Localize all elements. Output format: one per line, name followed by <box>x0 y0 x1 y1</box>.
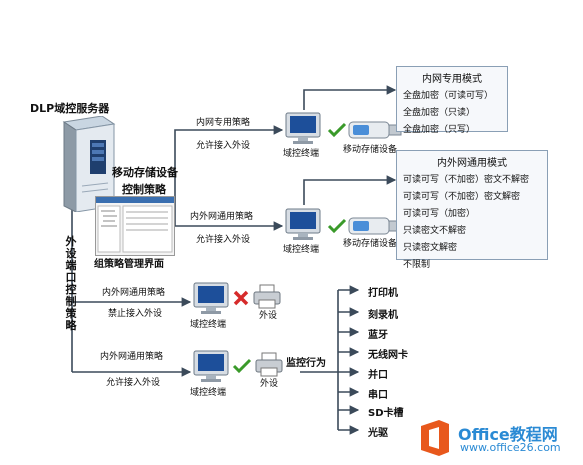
office-logo-icon <box>421 420 449 456</box>
port-policy-label: 外设端口控制策略 <box>65 235 77 332</box>
check-icon <box>327 218 347 234</box>
branch4-device: 外设 <box>260 379 279 389</box>
branch4-action: 允许接入外设 <box>106 378 161 388</box>
storage-policy-line1: 移动存储设备 <box>112 166 178 179</box>
list-item: 串口 <box>368 390 388 401</box>
branch1-device: 移动存储设备 <box>343 145 398 155</box>
list-item: 全盘加密（可读可写） <box>403 91 494 101</box>
check-icon <box>232 358 252 374</box>
cross-icon <box>233 290 249 306</box>
usb-drive-icon <box>348 217 402 235</box>
watermark-name: Office教程网 <box>458 425 558 444</box>
branch1-policy: 内网专用策略 <box>196 118 251 128</box>
list-item: 刻录机 <box>368 310 398 321</box>
arrow-to-branch1 <box>174 125 284 170</box>
monitor-behavior-label: 监控行为 <box>286 358 326 369</box>
branch2-policy: 内外网通用策略 <box>190 212 254 222</box>
list-item: 蓝牙 <box>368 330 388 341</box>
policy-ui-label: 组策略管理界面 <box>94 259 164 270</box>
list-item: SD卡槽 <box>368 408 404 419</box>
branch2-terminal: 域控终端 <box>283 245 320 255</box>
printer-icon <box>255 352 283 377</box>
branch2-device: 移动存储设备 <box>343 239 398 249</box>
printer-icon <box>253 284 281 309</box>
list-item: 并口 <box>368 370 388 381</box>
list-item: 打印机 <box>368 288 398 299</box>
general-mode-box: 内外网通用模式 可读可写（不加密）密文不解密 可读可写（不加密）密文解密 可读可… <box>396 150 548 270</box>
usb-drive-icon <box>348 121 402 139</box>
intranet-mode-box: 内网专用模式 全盘加密（可读可写） 全盘加密（只读） 全盘加密（只写） <box>396 66 508 135</box>
branch1-terminal: 域控终端 <box>283 149 320 159</box>
list-item: 全盘加密（只读） <box>403 108 476 118</box>
arrow-to-intranet-mode <box>303 85 397 110</box>
list-item: 光驱 <box>368 428 388 439</box>
monitor-icon <box>193 282 229 314</box>
list-item: 可读可写（不加密）密文不解密 <box>403 175 530 185</box>
policy-ui-screenshot <box>95 196 175 256</box>
list-item: 只读密文解密 <box>403 243 458 253</box>
arrow-to-general-mode <box>303 175 397 205</box>
branch3-device: 外设 <box>259 311 278 321</box>
general-mode-title: 内外网通用模式 <box>437 158 507 169</box>
branch1-action: 允许接入外设 <box>196 141 251 151</box>
monitor-icon <box>193 350 229 382</box>
branch4-terminal: 域控终端 <box>190 388 227 398</box>
branch4-policy: 内外网通用策略 <box>100 352 164 362</box>
branch3-terminal: 域控终端 <box>190 320 227 330</box>
list-item: 无线网卡 <box>368 350 408 361</box>
arrow-to-branch2 <box>174 170 284 231</box>
list-item: 不限制 <box>403 260 431 270</box>
monitor-icon <box>285 112 321 144</box>
branch3-policy: 内外网通用策略 <box>102 288 166 298</box>
branch3-action: 禁止接入外设 <box>108 309 163 319</box>
branch2-action: 允许接入外设 <box>196 235 251 245</box>
server-label: DLP域控服务器 <box>30 102 110 115</box>
storage-policy-line2: 控制策略 <box>122 183 166 196</box>
list-item: 可读可写（加密） <box>403 209 476 219</box>
list-item: 只读密文不解密 <box>403 226 467 236</box>
watermark-url: www.office26.com <box>460 441 561 454</box>
monitor-icon <box>285 208 321 240</box>
list-item: 全盘加密（只写） <box>403 125 476 135</box>
list-item: 可读可写（不加密）密文解密 <box>403 192 521 202</box>
intranet-mode-title: 内网专用模式 <box>422 74 482 85</box>
check-icon <box>327 122 347 138</box>
server-icon <box>62 116 116 212</box>
